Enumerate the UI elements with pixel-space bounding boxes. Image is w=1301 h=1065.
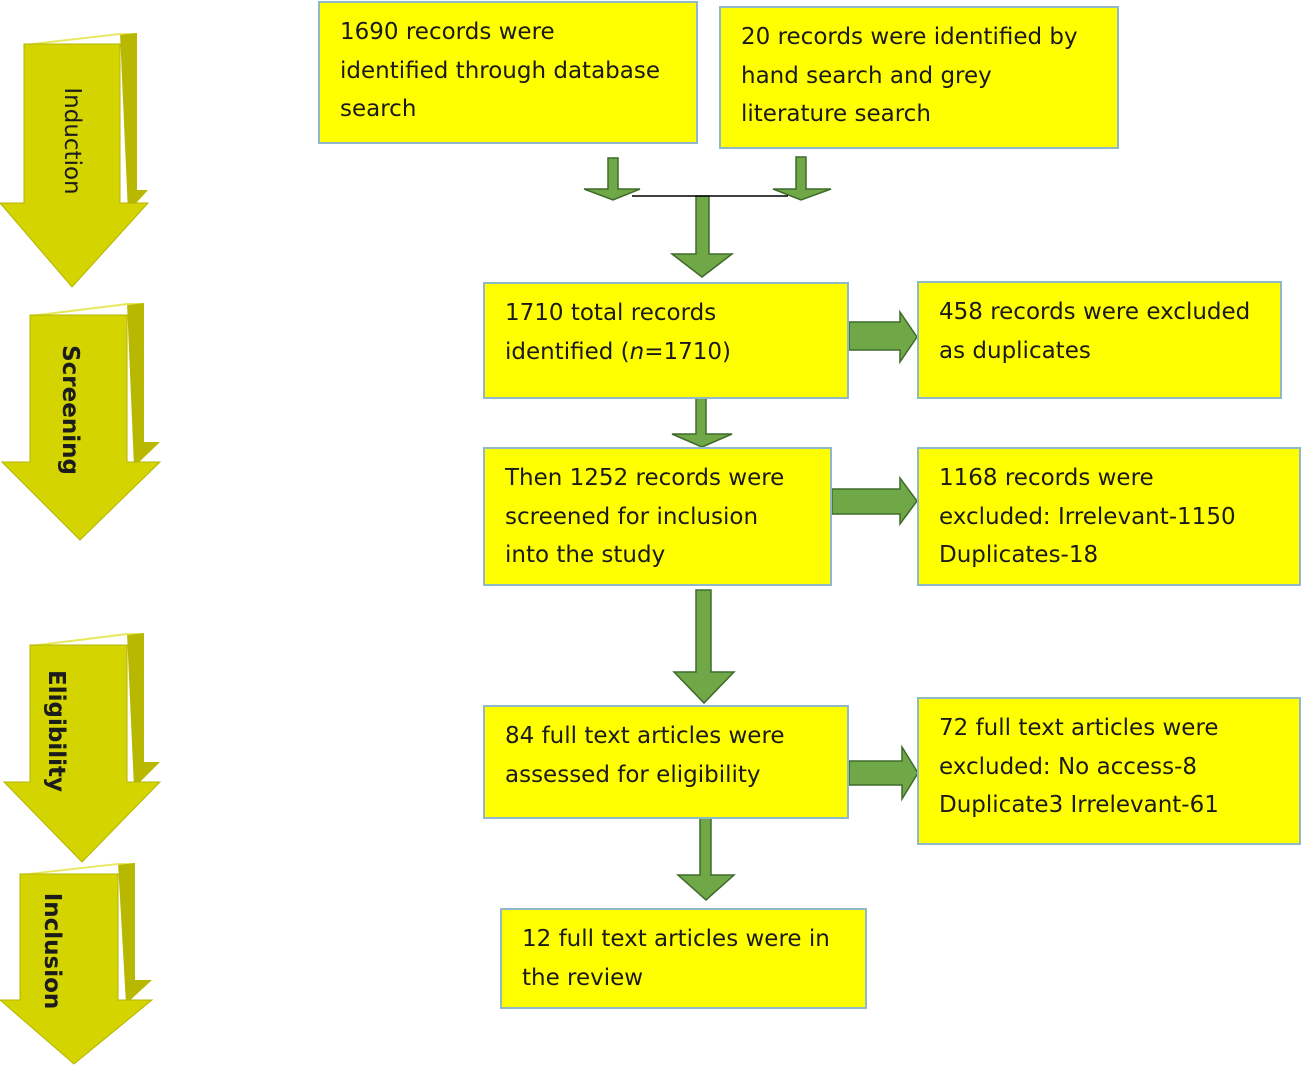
arrow-screened-right: [831, 475, 918, 527]
stage-arrow-inclusion: [0, 863, 154, 1065]
box-text-line: 72 full text articles were: [939, 715, 1219, 741]
box-duplicates-excluded: 458 records were excluded as duplicates: [917, 281, 1282, 399]
arrow-total-right: [848, 309, 918, 365]
box-text-line: 12 full text articles were in: [522, 926, 830, 952]
box-text-line: 84 full text articles were: [505, 723, 785, 749]
stage-label-inclusion: Inclusion: [39, 892, 65, 1010]
box-full-text-excluded: 72 full text articles were excluded: No …: [917, 697, 1301, 845]
box-full-text-assessed: 84 full text articles were assessed for …: [483, 705, 849, 819]
arrow-fulltext-down: [676, 817, 736, 902]
box-hand-search: 20 records were identified by hand searc…: [719, 6, 1119, 149]
arrow-hand-down: [772, 156, 832, 201]
total-prefix: identified (: [505, 338, 630, 365]
box-total-records: 1710 total records identified (n=1710): [483, 282, 849, 399]
box-text-line: excluded: Irrelevant-1150: [939, 503, 1236, 530]
box-text-line: 1690 records were: [340, 19, 555, 45]
box-text-line: literature search: [741, 101, 931, 127]
stage-label-screening: Screening: [57, 345, 83, 475]
box-screened-records: Then 1252 records were screened for incl…: [483, 447, 832, 586]
stage-arrow-induction: [0, 33, 150, 288]
box-text-line: as duplicates: [939, 337, 1091, 364]
stage-arrow-eligibility: [2, 633, 162, 863]
box-text-line: screened for inclusion: [505, 503, 759, 530]
box-text-line: identified through database: [340, 57, 660, 84]
stage-label-induction: Induction: [59, 87, 85, 195]
box-included-review: 12 full text articles were in the review: [500, 908, 867, 1009]
arrow-merge-down: [669, 195, 735, 278]
box-text-line: the review: [522, 964, 644, 991]
total-n-symbol: n: [629, 338, 645, 365]
box-text-line: 1710 total records: [505, 300, 717, 326]
arrow-fulltext-right: [848, 744, 919, 802]
box-database-search: 1690 records were identified through dat…: [318, 1, 698, 144]
box-text-line: 1168 records were: [939, 465, 1154, 491]
box-text-line: 20 records were identified by: [741, 24, 1078, 50]
box-text-line: hand search and grey: [741, 62, 992, 89]
box-screening-excluded: 1168 records were excluded: Irrelevant-1…: [917, 447, 1301, 586]
box-text-line: Then 1252 records were: [505, 465, 785, 491]
stage-arrow-screening: [0, 303, 162, 541]
arrow-screened-down: [672, 589, 736, 705]
stage-label-eligibility: Eligibility: [43, 670, 69, 792]
box-text-line: Duplicate3 Irrelevant-61: [939, 792, 1219, 818]
box-text-line: 458 records were excluded: [939, 299, 1251, 325]
box-text-line: Duplicates-18: [939, 542, 1099, 568]
box-text-line: excluded: No access-8: [939, 753, 1197, 780]
box-text-line: search: [340, 96, 417, 122]
box-text-line: assessed for eligibility: [505, 761, 761, 788]
box-text-line: into the study: [505, 542, 666, 568]
total-suffix: =1710): [644, 338, 732, 365]
box-text-line: identified (n=1710): [505, 333, 829, 372]
arrow-database-down: [583, 157, 641, 201]
